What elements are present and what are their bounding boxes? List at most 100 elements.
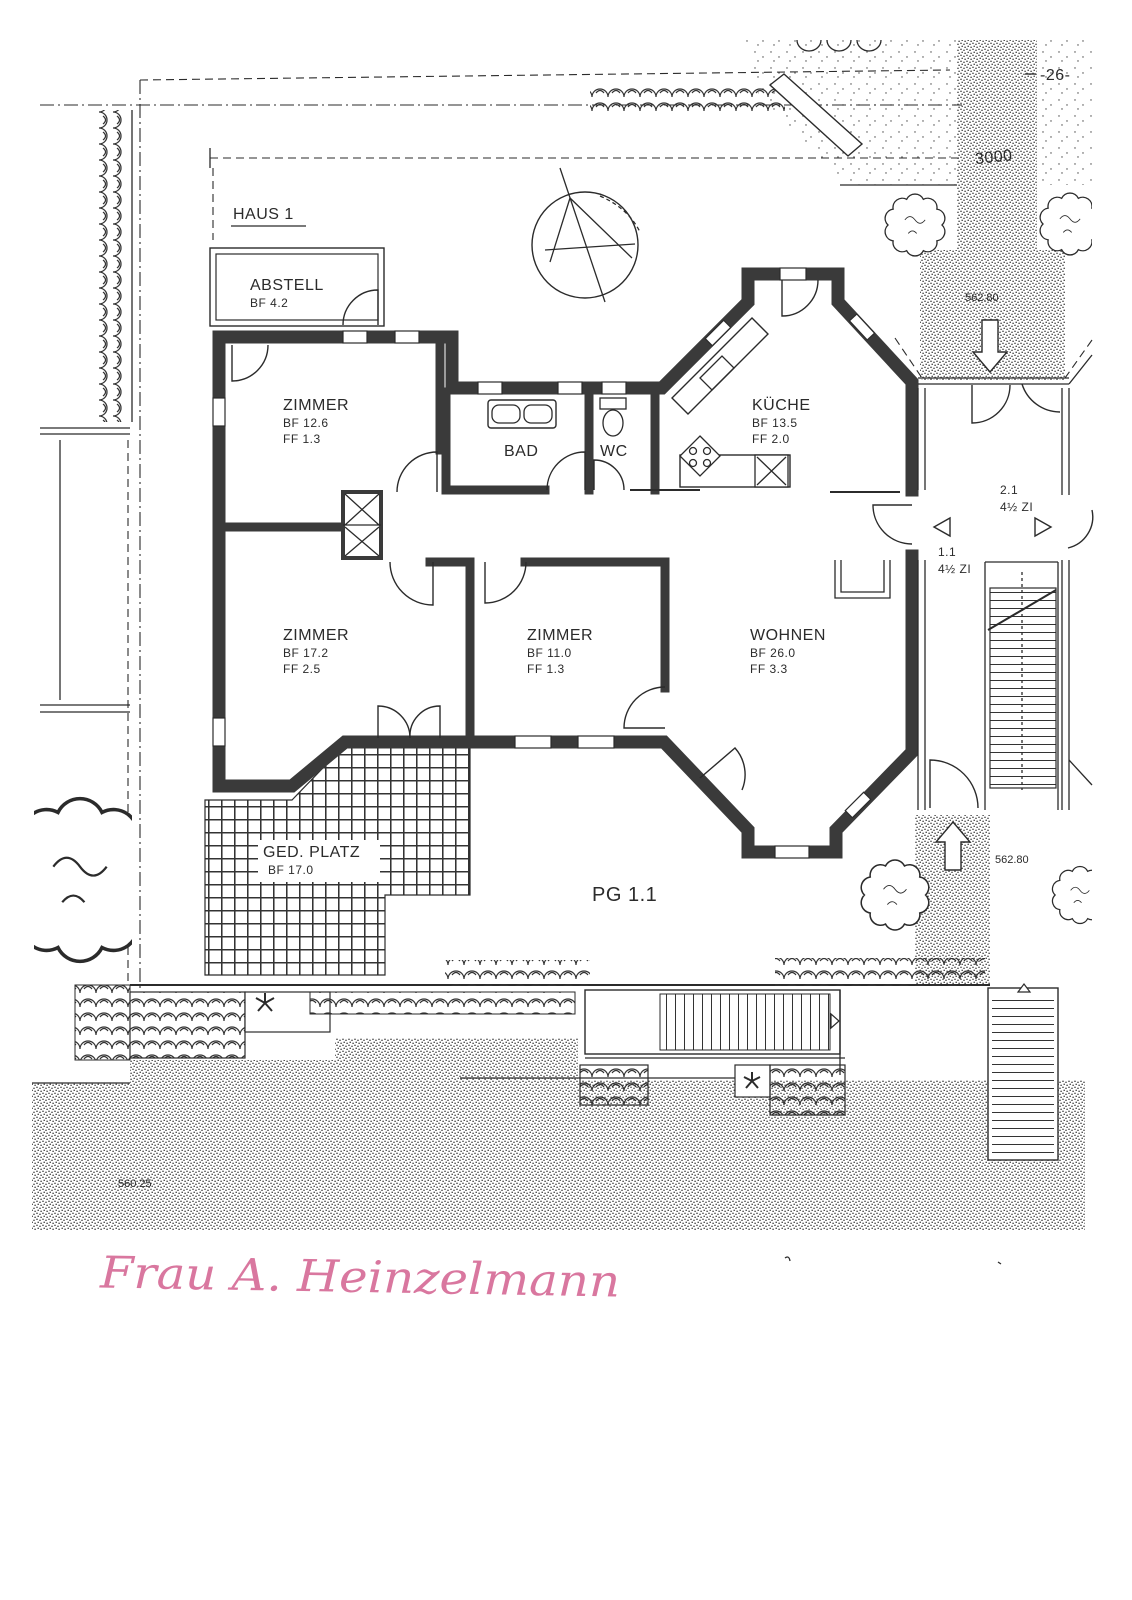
hedge-bottom-right bbox=[775, 958, 985, 986]
room-bf-zimmer-2: BF 17.2 bbox=[283, 646, 329, 660]
access-path-top bbox=[920, 40, 1065, 380]
triangle-left-icon bbox=[932, 516, 951, 538]
path-edge-dashed bbox=[894, 337, 1093, 379]
window bbox=[477, 381, 503, 395]
window bbox=[779, 267, 807, 281]
signature: Frau A. Heinzelmann bbox=[99, 1247, 621, 1307]
vegetation bbox=[34, 39, 1092, 986]
hedge-top bbox=[590, 86, 785, 116]
window bbox=[704, 319, 732, 347]
boundary-line-top bbox=[139, 69, 951, 81]
stairwell bbox=[917, 319, 1093, 871]
door-swing bbox=[971, 384, 1011, 424]
step-treads bbox=[659, 993, 831, 1051]
neighbor-outline-left bbox=[40, 427, 130, 713]
door-swing bbox=[389, 561, 434, 606]
room-name-terrace: GED. PLATZ bbox=[263, 844, 360, 861]
tree-icon bbox=[34, 796, 132, 964]
dimension-label: 3000 bbox=[974, 147, 1013, 168]
door-swing bbox=[546, 451, 586, 491]
flower-icon bbox=[743, 1072, 761, 1089]
apartment-size-1: 4½ ZI bbox=[938, 562, 971, 576]
terrace-door-swing bbox=[377, 705, 411, 739]
planter-box-top bbox=[768, 73, 864, 157]
door-swing bbox=[593, 459, 625, 491]
window bbox=[212, 397, 226, 427]
window bbox=[212, 717, 226, 747]
room-bf-kueche: BF 13.5 bbox=[752, 416, 798, 430]
bathtub-icon bbox=[487, 399, 557, 429]
house-label: HAUS 1 bbox=[233, 206, 294, 223]
window bbox=[601, 381, 627, 395]
door-swing bbox=[342, 289, 379, 326]
flower-icon bbox=[255, 993, 275, 1012]
door-swing bbox=[699, 747, 746, 791]
window bbox=[844, 791, 872, 819]
kitchen-counter bbox=[671, 317, 791, 488]
room-bf-terrace: BF 17.0 bbox=[268, 863, 314, 877]
hedge-bottom-left bbox=[445, 960, 590, 986]
stair-treads bbox=[992, 996, 1054, 1154]
window bbox=[774, 845, 810, 859]
tree-icon bbox=[1039, 192, 1092, 256]
apartment-number-1: 1.1 bbox=[938, 545, 956, 559]
apartment-size-2: 4½ ZI bbox=[1000, 500, 1033, 514]
elevation-label: 560.25 bbox=[118, 1178, 152, 1190]
arrow-up-icon bbox=[934, 820, 972, 871]
planters bbox=[74, 984, 846, 1116]
window bbox=[514, 735, 552, 749]
room-name-kueche: KÜCHE bbox=[752, 396, 811, 414]
windows bbox=[212, 267, 876, 859]
tree-icon bbox=[860, 859, 930, 931]
north-arrow-icon bbox=[531, 167, 641, 303]
room-bf-abstell: BF 4.2 bbox=[250, 296, 288, 310]
window bbox=[394, 330, 420, 344]
room-ff-zimmer-3: FF 1.3 bbox=[527, 662, 565, 676]
bay-window-sill bbox=[834, 560, 891, 599]
interior-walls bbox=[223, 338, 900, 743]
room-name-zimmer-2: ZIMMER bbox=[283, 627, 349, 644]
room-name-bad: BAD bbox=[504, 443, 538, 460]
room-name-abstell: ABSTELL bbox=[250, 277, 324, 294]
terrace-label-bg bbox=[258, 840, 380, 882]
labels: -26- 3000 HAUS 1 ABSTELL BF 4.2 ZIMMER B… bbox=[118, 67, 1070, 1190]
door-swing bbox=[1021, 383, 1061, 413]
window bbox=[557, 381, 583, 395]
tree-icon bbox=[884, 193, 946, 257]
unit-label: PG 1.1 bbox=[592, 884, 657, 906]
scan-mark bbox=[784, 1256, 1002, 1265]
page-number: -26- bbox=[1040, 67, 1070, 84]
outdoor-steps bbox=[460, 983, 1059, 1161]
apartment-number-2: 2.1 bbox=[1000, 483, 1018, 497]
room-ff-wohnen: FF 3.3 bbox=[750, 662, 788, 676]
toilet-icon bbox=[599, 397, 627, 437]
room-name-zimmer-1: ZIMMER bbox=[283, 397, 349, 414]
fridge-icon bbox=[754, 454, 789, 488]
room-name-wohnen: WOHNEN bbox=[750, 627, 826, 644]
window bbox=[342, 330, 368, 344]
elevation-label: 562.80 bbox=[995, 854, 1029, 866]
door-swing bbox=[231, 344, 269, 382]
door-swing bbox=[929, 759, 979, 809]
room-ff-kueche: FF 2.0 bbox=[752, 432, 790, 446]
elevation-label: 562.80 bbox=[965, 292, 999, 304]
room-ff-zimmer-1: FF 1.3 bbox=[283, 432, 321, 446]
triangle-right-icon bbox=[1034, 516, 1053, 538]
room-bf-wohnen: BF 26.0 bbox=[750, 646, 796, 660]
room-bf-zimmer-3: BF 11.0 bbox=[527, 646, 572, 660]
stair-treads bbox=[989, 587, 1057, 789]
hedge-left bbox=[96, 110, 126, 422]
room-bf-zimmer-1: BF 12.6 bbox=[283, 416, 329, 430]
triangle-up-icon bbox=[1016, 983, 1032, 993]
storage-shed bbox=[209, 247, 385, 327]
stove-icon bbox=[679, 435, 721, 477]
entry-door-swing bbox=[1067, 509, 1094, 549]
window bbox=[848, 313, 876, 341]
door-swing bbox=[781, 279, 819, 317]
triangle-right-icon bbox=[830, 1012, 840, 1030]
ground-area bbox=[32, 1038, 1085, 1230]
tree-icon bbox=[1051, 865, 1092, 925]
door-swing bbox=[396, 451, 438, 493]
room-ff-zimmer-2: FF 2.5 bbox=[283, 662, 321, 676]
